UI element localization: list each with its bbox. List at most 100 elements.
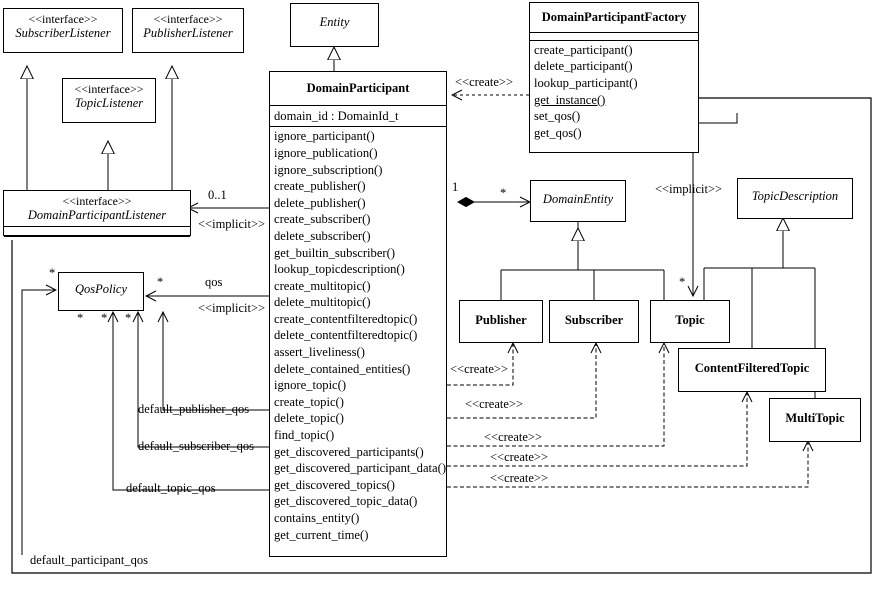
operation-row: delete_contentfilteredtopic(): [274, 328, 418, 343]
operations-compartment: create_participant() delete_participant()…: [530, 39, 698, 143]
operation-row: find_topic(): [274, 428, 335, 443]
class-topic-description[interactable]: TopicDescription: [737, 178, 853, 219]
label-multiplicity-qos-b2: *: [101, 311, 108, 325]
operation-row: lookup_participant(): [534, 75, 638, 90]
class-name: MultiTopic: [785, 411, 845, 425]
operation-row: get_discovered_participant_data(): [274, 461, 447, 476]
operation-row: create_topic(): [274, 394, 344, 409]
class-name: DomainEntity: [542, 192, 614, 206]
class-topic[interactable]: Topic: [650, 300, 730, 343]
class-title: DomainParticipantFactory: [530, 3, 698, 32]
association-default-topic-qos: [113, 312, 270, 491]
class-name: DomainParticipantFactory: [541, 10, 687, 24]
operation-row: get_discovered_topic_data(): [274, 494, 418, 509]
class-name: DomainParticipantListener: [27, 208, 167, 223]
class-name: SubscriberListener: [15, 26, 111, 41]
label-multiplicity-one: 1: [452, 180, 459, 194]
class-name: Entity: [319, 15, 350, 29]
operation-row: delete_contained_entities(): [274, 361, 411, 376]
operation-row: get_instance(): [534, 92, 606, 107]
class-domain-participant-listener[interactable]: <<interface>> DomainParticipantListener: [3, 190, 191, 237]
label-create-multitopic: <<create>>: [490, 471, 549, 485]
class-name: TopicListener: [74, 96, 144, 111]
operations-compartment: ignore_participant()ignore_publication()…: [270, 126, 446, 544]
attributes-compartment: [4, 225, 190, 236]
class-subscriber[interactable]: Subscriber: [549, 300, 639, 343]
association-topicdescription-topic-implicit: [693, 113, 738, 296]
label-multiplicity-qos-left: *: [49, 266, 56, 280]
operation-row: ignore_participant(): [274, 129, 375, 144]
class-title: <<interface>> PublisherListener: [133, 9, 243, 44]
class-title: <<interface>> SubscriberListener: [4, 9, 122, 44]
operation-row: create_multitopic(): [274, 278, 371, 293]
label-multiplicity-star-topic: *: [679, 275, 686, 289]
stereotype-label: <<interface>>: [28, 12, 98, 26]
label-create-topic: <<create>>: [484, 430, 543, 444]
operation-row: delete_topic(): [274, 411, 344, 426]
operation-row: delete_publisher(): [274, 195, 366, 210]
label-create-factory: <<create>>: [455, 75, 514, 89]
label-default-participant-qos: default_participant_qos: [30, 553, 149, 567]
class-name: Publisher: [475, 313, 527, 327]
operation-row: create_participant(): [534, 42, 633, 57]
class-title: Entity: [291, 4, 378, 33]
label-implicit-topic: <<implicit>>: [655, 182, 723, 196]
label-multiplicity-listener: 0..1: [208, 188, 227, 202]
class-title: Publisher: [460, 301, 542, 331]
operation-row: lookup_topicdescription(): [274, 262, 405, 277]
class-topic-listener[interactable]: <<interface>> TopicListener: [62, 78, 156, 123]
class-name: QosPolicy: [74, 282, 128, 296]
class-publisher-listener[interactable]: <<interface>> PublisherListener: [132, 8, 244, 53]
label-create-contentfilteredtopic: <<create>>: [490, 450, 549, 464]
label-default-topic-qos: default_topic_qos: [126, 481, 216, 495]
class-publisher[interactable]: Publisher: [459, 300, 543, 343]
operation-row: delete_participant(): [534, 59, 633, 74]
class-title: Subscriber: [550, 301, 638, 331]
operation-row: create_publisher(): [274, 179, 366, 194]
class-multi-topic[interactable]: MultiTopic: [769, 398, 861, 442]
label-multiplicity-qos-right: *: [157, 275, 164, 289]
operation-row: assert_liveliness(): [274, 345, 365, 360]
operation-row: set_qos(): [534, 109, 581, 124]
label-default-publisher-qos: default_publisher_qos: [138, 402, 250, 416]
label-multiplicity-qos-b3: *: [125, 311, 132, 325]
label-create-publisher: <<create>>: [450, 362, 509, 376]
attributes-compartment: [530, 31, 698, 40]
label-multiplicity-star-entity: *: [500, 186, 507, 200]
class-subscriber-listener[interactable]: <<interface>> SubscriberListener: [3, 8, 123, 53]
operation-row: ignore_topic(): [274, 378, 347, 393]
dependency-creates-topic: [447, 343, 664, 447]
label-implicit-qos: <<implicit>>: [198, 301, 266, 315]
class-qos-policy[interactable]: QosPolicy: [58, 272, 144, 311]
operation-row: delete_subscriber(): [274, 228, 371, 243]
class-domain-participant[interactable]: DomainParticipant domain_id : DomainId_t…: [269, 71, 447, 557]
generalization-domainentity-children: [500, 222, 665, 300]
class-entity[interactable]: Entity: [290, 3, 379, 47]
operation-row: create_subscriber(): [274, 212, 371, 227]
stereotype-label: <<interface>>: [62, 194, 132, 208]
attributes-compartment: domain_id : DomainId_t: [270, 104, 446, 127]
association-default-subscriber-qos: [138, 312, 270, 448]
class-name: TopicDescription: [751, 189, 839, 203]
association-default-publisher-qos: [163, 312, 270, 411]
class-title: <<interface>> TopicListener: [63, 79, 155, 114]
label-implicit-listener: <<implicit>>: [198, 217, 266, 231]
operations-compartment: [4, 235, 190, 246]
attribute-row: domain_id : DomainId_t: [274, 108, 399, 123]
class-title: QosPolicy: [59, 273, 143, 300]
label-multiplicity-qos-b1: *: [77, 311, 84, 325]
operation-row: get_discovered_participants(): [274, 444, 424, 459]
class-domain-entity[interactable]: DomainEntity: [530, 180, 626, 222]
class-content-filtered-topic[interactable]: ContentFilteredTopic: [678, 348, 826, 392]
operation-row: contains_entity(): [274, 511, 360, 525]
stereotype-label: <<interface>>: [74, 82, 144, 96]
class-title: ContentFilteredTopic: [679, 349, 825, 379]
operation-row: ignore_subscription(): [274, 162, 383, 177]
class-name: Topic: [675, 313, 705, 327]
class-name: Subscriber: [564, 313, 624, 327]
class-title: DomainEntity: [531, 181, 625, 210]
class-domain-participant-factory[interactable]: DomainParticipantFactory create_particip…: [529, 2, 699, 153]
class-name: PublisherListener: [143, 26, 233, 41]
operation-row: get_qos(): [534, 125, 582, 140]
